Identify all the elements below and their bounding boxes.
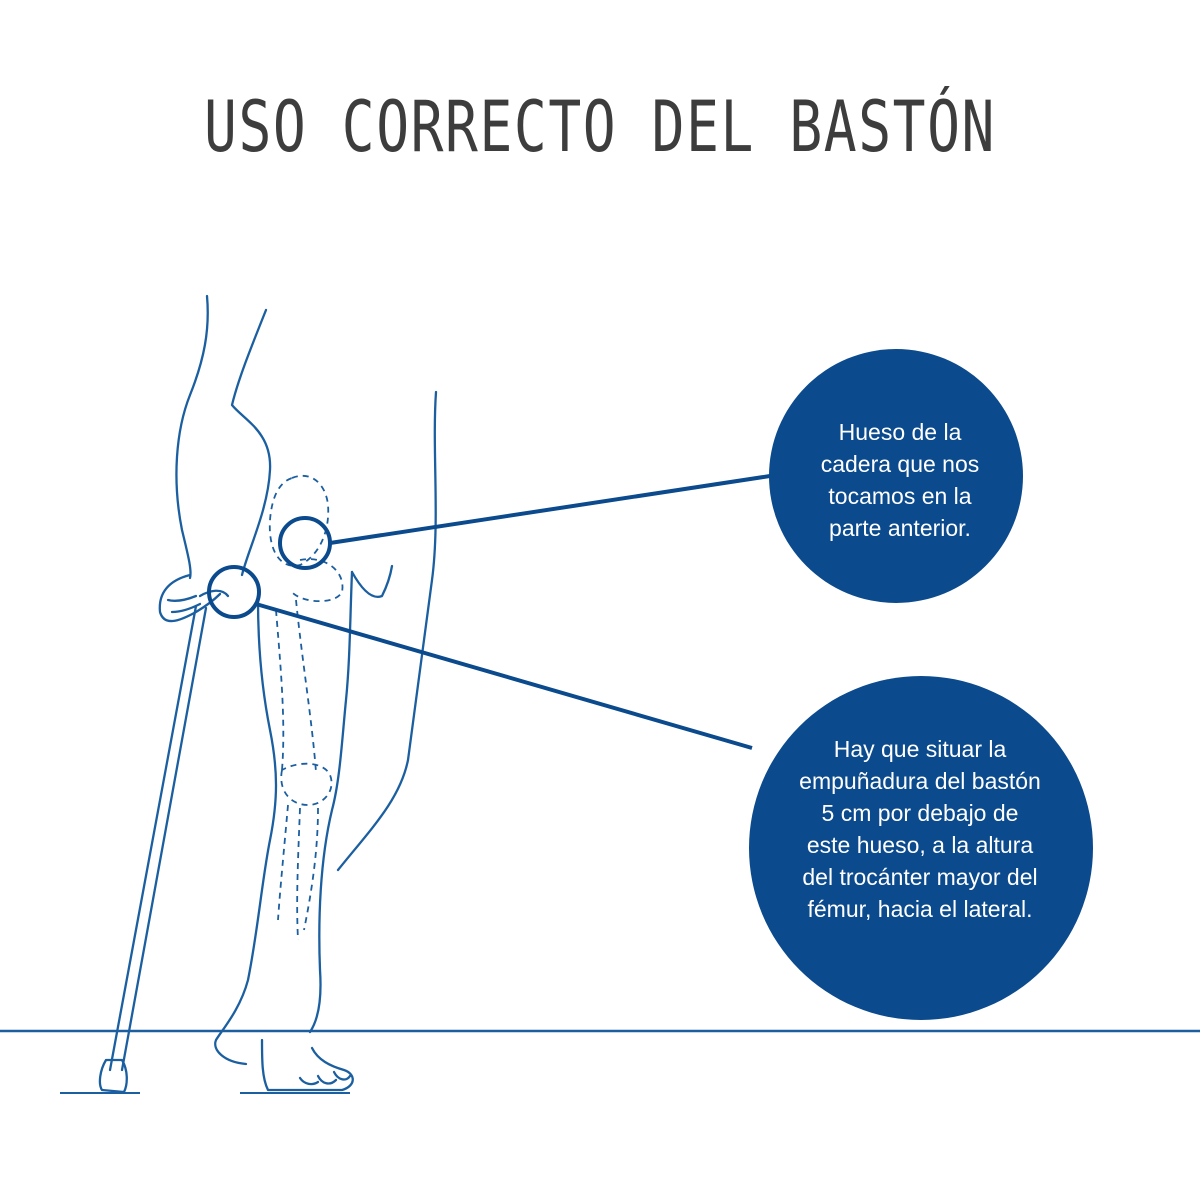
hip-bone-marker	[278, 516, 332, 570]
trochanter-marker	[207, 565, 261, 619]
arm-outline-back	[175, 294, 209, 580]
callout-circle-2	[749, 676, 1093, 1020]
hand-fingers	[166, 594, 202, 614]
tibia-left-dashed	[277, 804, 289, 921]
front-leg-outline	[214, 598, 278, 1066]
skeleton-guides	[268, 475, 344, 941]
toes	[298, 1070, 352, 1086]
callout-text-hip-bone: Hueso de la cadera que nos tocamos en la…	[820, 419, 980, 541]
front-foot	[260, 1038, 354, 1092]
back-leg-outline	[336, 390, 438, 872]
tibia-right-dashed	[303, 807, 319, 931]
tibia-mid-dashed	[296, 807, 301, 941]
cane-shaft-left	[108, 604, 198, 1072]
femur-left-dashed	[275, 609, 285, 771]
callout-circle-1	[769, 349, 1023, 603]
arm-outline-front	[230, 308, 272, 577]
page-title: USO CORRECTO DEL BASTÓN	[204, 86, 996, 168]
femur-head-dashed	[289, 558, 344, 603]
connector-line-2	[255, 602, 753, 750]
knee-dashed	[280, 762, 333, 806]
femur-right-dashed	[295, 599, 317, 773]
callout-text-cane-grip: Hay que situar la empuñadura del bastón …	[799, 736, 1041, 922]
cane-shaft-right	[120, 606, 208, 1072]
hip-curve	[350, 564, 394, 598]
body-figure	[98, 294, 438, 1094]
cane-handle	[198, 589, 230, 598]
front-leg-inner	[308, 570, 354, 1034]
connector-line-1	[329, 474, 771, 545]
pelvis-dashed	[268, 475, 330, 567]
cane-tip	[98, 1058, 128, 1094]
